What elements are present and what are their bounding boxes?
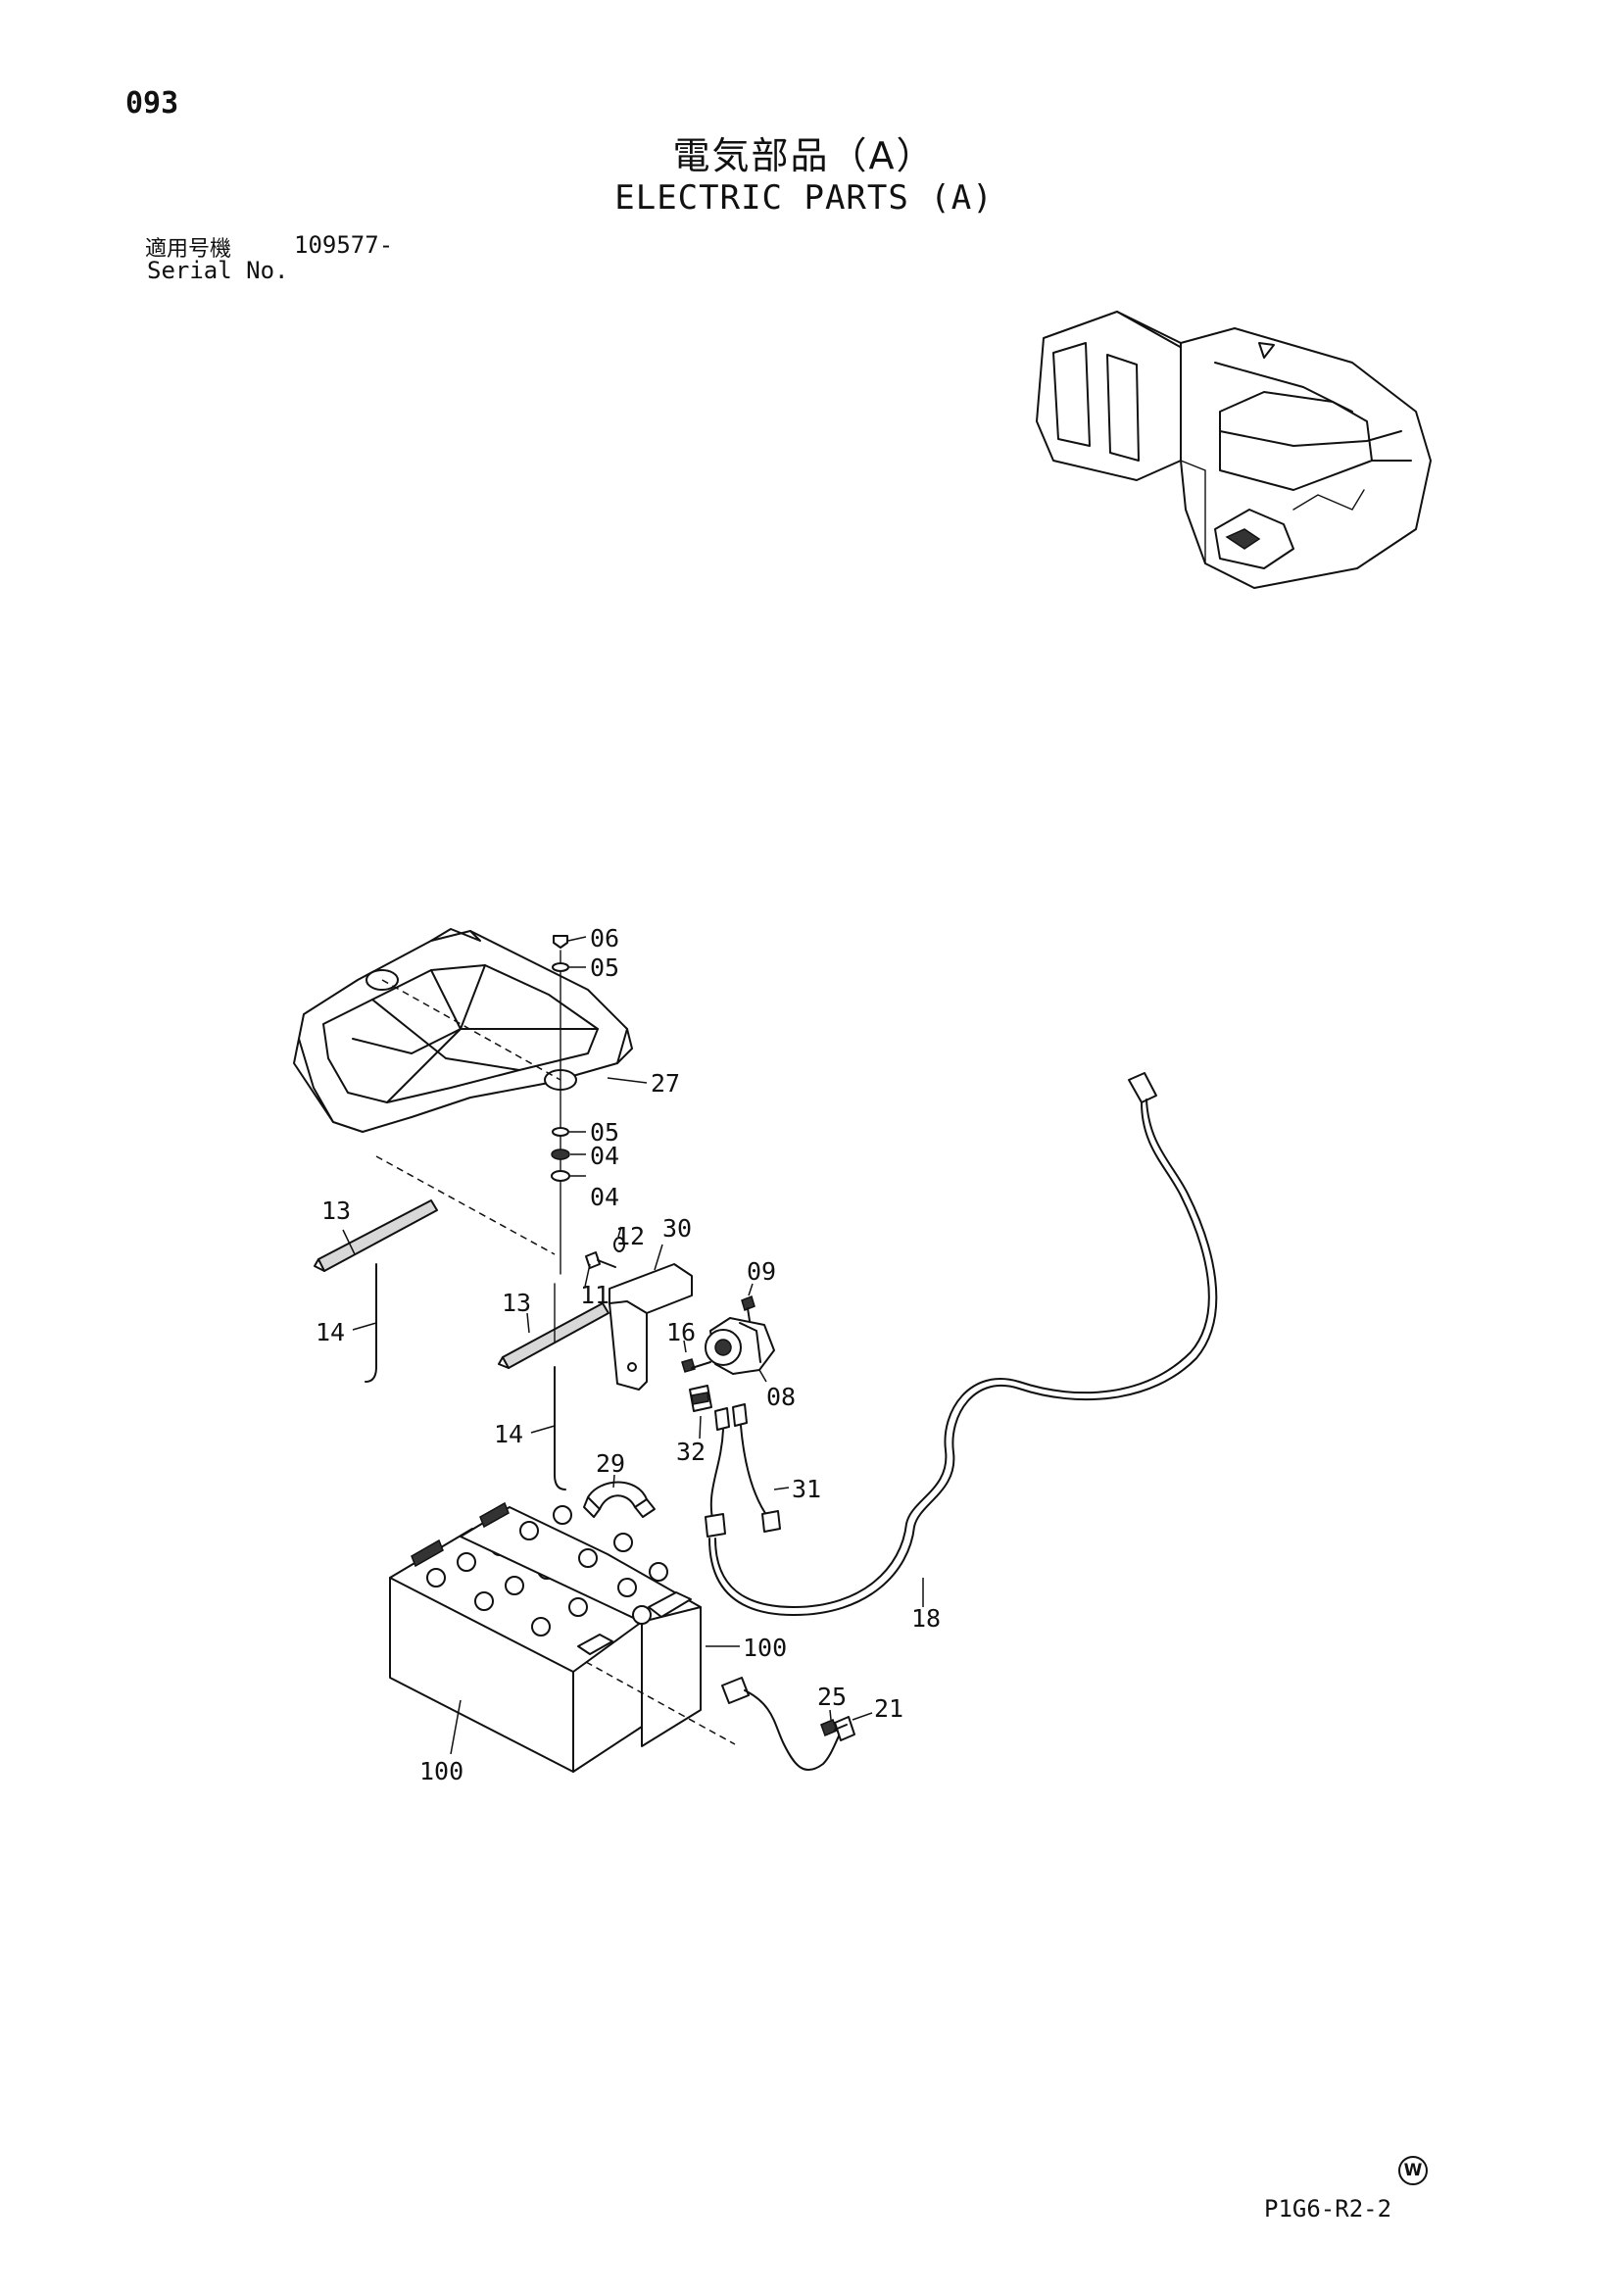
hold-down-bar-13-right: [498, 1302, 609, 1369]
relay-32: [689, 1385, 712, 1412]
battery-100-right: [460, 1501, 702, 1747]
serial-label-japanese: 適用号機: [145, 237, 232, 262]
bolt-11: [585, 1251, 616, 1269]
callout-30: 30: [662, 1214, 692, 1243]
bolt-25: [820, 1719, 848, 1736]
callout-29: 29: [596, 1449, 625, 1478]
hold-down-bar-13-left: [314, 1199, 438, 1272]
callout-18: 18: [911, 1604, 941, 1633]
callout-13-left: 13: [321, 1197, 351, 1225]
screw-16: [681, 1358, 711, 1373]
battery-cover-part-27: [293, 928, 633, 1133]
j-bolt-14-right: [554, 1366, 566, 1490]
screw-09: [741, 1295, 755, 1322]
title-japanese: 電気部品（A）: [672, 134, 936, 177]
callout-16: 16: [666, 1318, 696, 1346]
page-number: 093: [125, 86, 179, 121]
reference-line-cover: [381, 979, 561, 1081]
battery-cable-18: [708, 1072, 1218, 1616]
callout-14-left: 14: [316, 1318, 345, 1346]
reference-line-bars: [375, 1155, 556, 1255]
j-bolt-14-left: [365, 1263, 377, 1383]
terminal-cover-29: [583, 1481, 656, 1518]
ground-cable-21: [721, 1677, 855, 1771]
callout-06: 06: [590, 924, 619, 953]
document-code: P1G6-R2-2: [1264, 2195, 1392, 2223]
callout-100-right: 100: [743, 1634, 787, 1662]
callout-05-lower: 05: [590, 1118, 619, 1147]
callout-100-left: 100: [419, 1757, 463, 1785]
callout-32: 32: [676, 1438, 706, 1466]
callout-labels: 06 05 27 05 04 04 13 14 12 30 09 13 11 1…: [316, 924, 941, 1785]
battery-relay-08: [705, 1317, 775, 1375]
relay-bracket-30: [609, 1263, 693, 1391]
callout-04-lower: 04: [590, 1183, 619, 1211]
serial-number-value: 109577-: [294, 231, 394, 259]
callout-27: 27: [651, 1069, 680, 1098]
callout-04-upper: 04: [590, 1142, 619, 1170]
callout-12: 12: [615, 1222, 645, 1250]
callout-08: 08: [766, 1383, 796, 1411]
wiring-harness-31: [705, 1403, 781, 1538]
callout-09: 09: [747, 1257, 776, 1286]
bolt-and-washer-stack: [551, 935, 570, 1275]
callout-14-right: 14: [494, 1420, 523, 1448]
title-english: ELECTRIC PARTS (A): [614, 178, 994, 218]
washer-12: [613, 1237, 625, 1252]
leader-lines: [342, 936, 924, 1755]
circled-w-mark: W: [1398, 2156, 1428, 2185]
callout-11: 11: [580, 1281, 609, 1309]
callout-13-right: 13: [502, 1289, 531, 1317]
reference-line-battery: [585, 1661, 736, 1745]
callout-31: 31: [792, 1475, 821, 1503]
callout-05-upper: 05: [590, 953, 619, 982]
excavator-overview-illustration: [1036, 311, 1432, 589]
callout-21: 21: [874, 1694, 903, 1723]
callout-25: 25: [817, 1683, 847, 1711]
serial-label-english: Serial No.: [147, 257, 289, 284]
